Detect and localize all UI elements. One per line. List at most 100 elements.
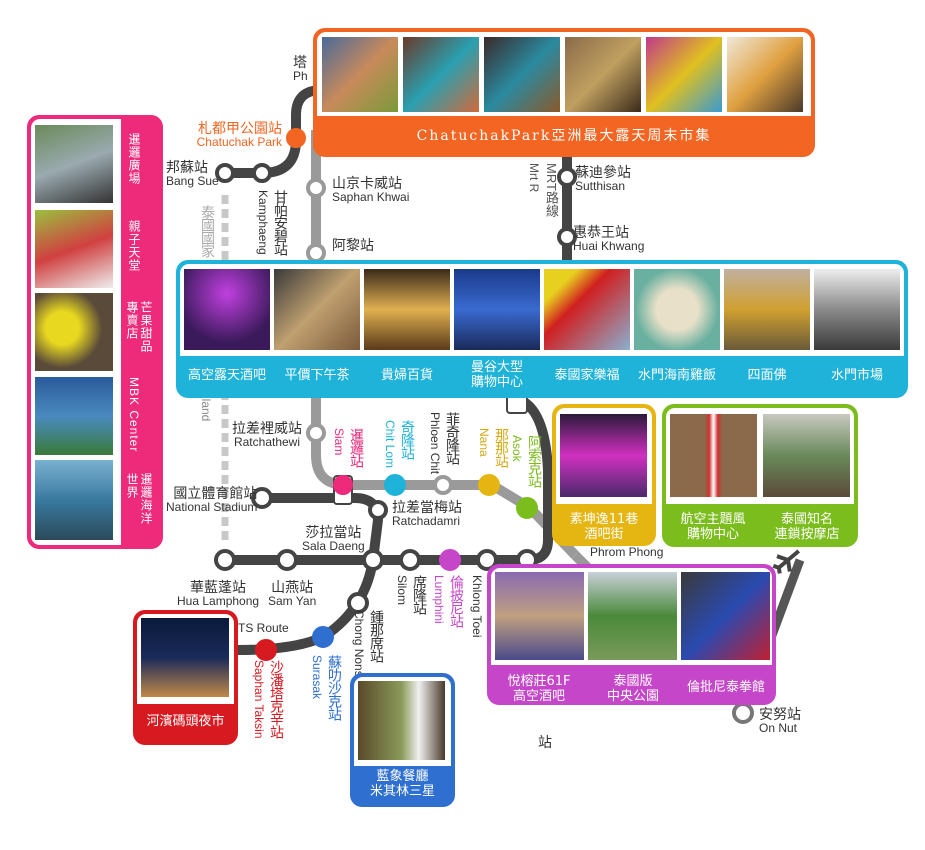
station-ari[interactable]: [306, 243, 326, 263]
zh: 席隆站: [412, 575, 428, 614]
station-bang-sue[interactable]: [215, 163, 235, 183]
photo-asiatique: [141, 618, 229, 697]
caption-boxing-stadium: 倫批尼泰拳館: [686, 680, 765, 695]
photo-rooftop-bar: [184, 269, 270, 350]
callout-asiatique[interactable]: 河濱碼頭夜市: [133, 610, 238, 745]
zh: 札都甲公園站: [198, 120, 282, 136]
en: Chong Nonsi: [352, 610, 366, 680]
callout-siam-attractions[interactable]: 暹邏廣場 親子天堂 芒果甜品 專賣店 MBK Center 暹邏海洋 世界: [27, 115, 163, 549]
en: Hua Lamphong: [177, 594, 260, 608]
photo-big-c: [544, 269, 630, 350]
label-state-railway-en: iland: [199, 396, 213, 421]
station-national-stadium[interactable]: [251, 487, 273, 509]
caption-siam-square: 暹邏廣場: [127, 133, 141, 185]
zh: 華藍蓬站: [190, 579, 247, 595]
caption-asiatique: 河濱碼頭夜市: [146, 714, 225, 729]
station-lumphini[interactable]: [439, 549, 461, 571]
station-sutthisan[interactable]: [557, 167, 577, 187]
label-state-railway: 泰國國家: [198, 205, 218, 257]
zh: 阿黎站: [332, 237, 374, 253]
photo-food-stall: [322, 37, 398, 112]
station-khlong-toei[interactable]: [476, 549, 498, 571]
callout-soi-11[interactable]: 素坤逸11巷酒吧街: [552, 404, 656, 546]
caption-mango-shop: 芒果甜品 專賣店: [125, 301, 153, 353]
zh: 沙潘塔克辛站: [269, 660, 285, 738]
photo-pratunam-market: [814, 269, 900, 350]
en: Mrt R: [527, 163, 541, 193]
station-silom[interactable]: [399, 549, 421, 571]
station-sam-yan[interactable]: [276, 549, 298, 571]
en: Sutthisan: [575, 179, 626, 193]
station-chatuchak-park[interactable]: [286, 128, 306, 148]
photo-coconut-icecream: [727, 37, 803, 112]
zh: 甘帕安碧站: [273, 190, 289, 255]
station-huai-khwang[interactable]: [557, 227, 577, 247]
caption-big-c: 泰國家樂福: [554, 368, 620, 383]
station-saphan-taksin[interactable]: [255, 639, 277, 661]
en: Silom: [395, 575, 409, 606]
photo-chicken-rice: [634, 269, 720, 350]
photo-mango-dessert: [35, 293, 113, 371]
caption-erawan: 四面佛: [747, 368, 787, 383]
photo-colorful-stalls: [646, 37, 722, 112]
station-asok[interactable]: [516, 497, 538, 519]
station-surasak[interactable]: [312, 626, 334, 648]
callout-asok[interactable]: 航空主題風購物中心 泰國知名連鎖按摩店: [662, 404, 858, 547]
zh: 鍾那席站: [369, 610, 385, 662]
zh: 安努站: [759, 706, 801, 722]
station-nana[interactable]: [478, 474, 500, 496]
station-sala-daeng[interactable]: [362, 549, 384, 571]
zh: MRT路線: [544, 163, 559, 217]
zh: 山京卡威站: [332, 175, 402, 191]
zh: 山燕站: [271, 579, 314, 595]
photo-blue-elephant: [358, 681, 445, 760]
zh: 奇隆站: [400, 420, 416, 459]
station-on-nut[interactable]: [732, 702, 754, 724]
callout-blue-elephant[interactable]: 藍象餐廳米其林三星: [350, 673, 455, 807]
photo-lumphini-park: [588, 572, 677, 660]
station-chong-nonsi[interactable]: [347, 592, 369, 614]
caption-rooftop-bar: 高空露天酒吧: [187, 368, 266, 383]
caption-sea-life: 暹邏海洋 世界: [125, 473, 153, 525]
photo-luxury-mall: [364, 269, 450, 350]
station-chit-lom[interactable]: [384, 474, 406, 496]
en: Bang Sue: [166, 174, 219, 188]
caption-terminal-21: 航空主題風購物中心: [680, 512, 746, 542]
callout-sukhumvit[interactable]: 高空露天酒吧 平價下午茶 貴婦百貨 曼谷大型購物中心 泰國家樂福 水門海南雞飯 …: [176, 260, 908, 398]
en: Kamphaeng: [256, 190, 270, 255]
en: Asok: [510, 435, 524, 462]
en: Ph: [293, 69, 308, 83]
station-phloen-chit[interactable]: [433, 475, 453, 495]
caption-lumphini-park: 泰國版中央公園: [606, 674, 659, 704]
station-ratchathewi[interactable]: [306, 423, 326, 443]
zh: 泰國國家: [200, 205, 216, 257]
station-ratchadamri[interactable]: [368, 500, 388, 520]
station-saphan-khwai[interactable]: [306, 178, 326, 198]
en: Khlong Toei: [470, 575, 484, 638]
en: Surasak: [310, 655, 324, 700]
callout-chatuchak[interactable]: ChatuchakPark亞洲最大露天周末市集: [313, 28, 815, 157]
en: Chatuchak Park: [196, 135, 282, 149]
photo-mbk-center: [35, 377, 113, 455]
photo-erawan-shrine: [724, 269, 810, 350]
photo-kidzania: [35, 210, 113, 288]
zh: 蘇叻沙克站: [327, 655, 343, 720]
station-kamphaeng[interactable]: [252, 163, 272, 183]
station-hua-lamphong[interactable]: [214, 549, 236, 571]
station-siam[interactable]: [333, 475, 353, 495]
photo-health-land: [763, 414, 850, 497]
caption-pratunam: 水門市場: [830, 368, 883, 383]
